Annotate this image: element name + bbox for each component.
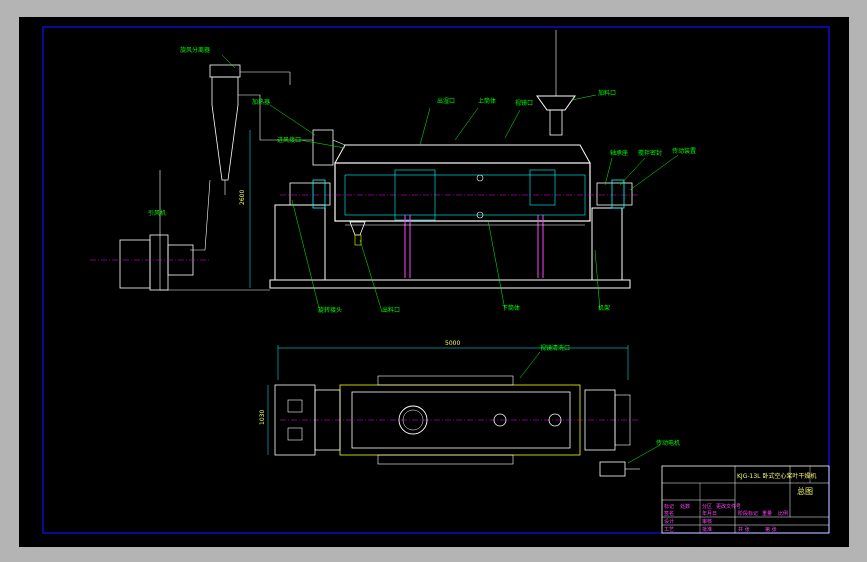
tb-row-1: 标记 <box>664 503 674 510</box>
fan-housing <box>149 234 169 291</box>
discharge-valve <box>354 234 362 246</box>
callout-lower-shell: 下筒体 <box>502 304 520 312</box>
dim-height: 2600 <box>239 190 246 205</box>
callout-bearing: 轴承座 <box>610 149 628 157</box>
front-callouts: 旋风分离器 加热器 进风接口 出湿口 上筒体 视镜口 加料口 轴承座 搅拌密封 … <box>148 46 696 314</box>
tb-row-4: 更改文件号 <box>716 503 741 510</box>
upper-flange <box>377 375 514 386</box>
title-block-frame <box>661 465 830 534</box>
tb-row-6: 年月日 <box>702 510 717 517</box>
inner-frame-border <box>42 26 830 534</box>
right-bearing <box>596 182 633 206</box>
tb-footer-4: 共 张 <box>738 526 750 533</box>
inspection-port <box>476 174 484 182</box>
tb-role-2: 审核 <box>702 518 712 525</box>
tb-footer-2: 重量 <box>762 510 772 517</box>
lower-flange <box>377 454 514 465</box>
base-frame <box>269 279 631 289</box>
tb-footer-3: 比例 <box>778 510 788 517</box>
plan-view-port-1 <box>493 413 507 427</box>
right-support <box>591 207 623 281</box>
feed-hopper <box>536 95 576 111</box>
callout-vent: 出湿口 <box>437 97 455 105</box>
sheet-name: 总图 <box>797 486 813 496</box>
callout-support: 机架 <box>598 304 610 312</box>
upper-cover <box>334 144 591 164</box>
inlet-pipe <box>332 139 346 146</box>
dim-width: 1030 <box>259 410 266 425</box>
callout-cyclone: 旋风分离器 <box>180 46 210 54</box>
callout-seal: 搅拌密封 <box>638 149 662 157</box>
inner-section-2 <box>529 169 556 206</box>
tb-footer-5: 第 张 <box>765 526 777 533</box>
inner-section-1 <box>394 169 436 221</box>
cyclone-body <box>211 76 239 181</box>
dim-total-length: 5000 <box>445 340 460 347</box>
plan-right-end <box>614 394 631 446</box>
callout-heater: 加热器 <box>252 98 270 106</box>
callout-observation: 视镜口 <box>515 99 533 107</box>
left-coupling <box>312 179 326 209</box>
drive-motor <box>599 461 626 477</box>
callout-side-window: 视镜清洗口 <box>540 344 570 352</box>
cyclone-top <box>209 64 241 78</box>
callout-upper-shell: 上筒体 <box>478 97 496 105</box>
plan-left-bearing <box>314 389 341 451</box>
right-coupling <box>611 179 625 209</box>
dryer-shell <box>334 162 591 222</box>
fan-duct <box>190 179 211 251</box>
callout-fan: 引风机 <box>148 209 166 217</box>
tb-row-2: 处数 <box>680 503 690 510</box>
callout-inlet: 进风接口 <box>277 136 301 144</box>
fan-return-line <box>159 170 270 291</box>
tb-row-5: 签名 <box>664 510 674 517</box>
heat-exchanger-box <box>312 129 334 166</box>
left-support <box>274 204 326 281</box>
plan-view: 5000 1030 传动电机 视镜清洗口 <box>259 340 680 477</box>
plan-view-port-2 <box>548 413 562 427</box>
tb-role-1: 设计 <box>664 518 674 525</box>
inspection-port-lower <box>476 211 484 219</box>
callout-discharge: 出料口 <box>382 306 400 314</box>
callout-rotary-joint: 旋转接头 <box>318 306 342 314</box>
plan-feed-port <box>398 405 428 435</box>
drawing-sheet <box>19 17 849 547</box>
discharge-nozzle <box>349 221 366 236</box>
tb-footer-1: 阶段标记 <box>738 510 758 517</box>
callout-feed: 加料口 <box>598 89 616 97</box>
drawing-title: KJG-13L 卧式空心桨叶干燥机 <box>737 472 816 480</box>
callout-drive-motor: 传动电机 <box>656 439 680 447</box>
tb-role-3: 工艺 <box>664 527 674 533</box>
fan-motor <box>119 239 151 289</box>
feed-chute <box>549 109 563 136</box>
left-bearing <box>289 182 331 206</box>
return-duct <box>238 94 313 141</box>
tb-row-3: 分区 <box>702 503 712 510</box>
front-view <box>90 30 640 291</box>
callout-drive: 传动装置 <box>672 147 696 155</box>
tb-role-4: 批准 <box>702 526 712 533</box>
title-block: KJG-13L 卧式空心桨叶干燥机 总图 标记 处数 分区 更改文件号 签名 年… <box>661 465 830 534</box>
